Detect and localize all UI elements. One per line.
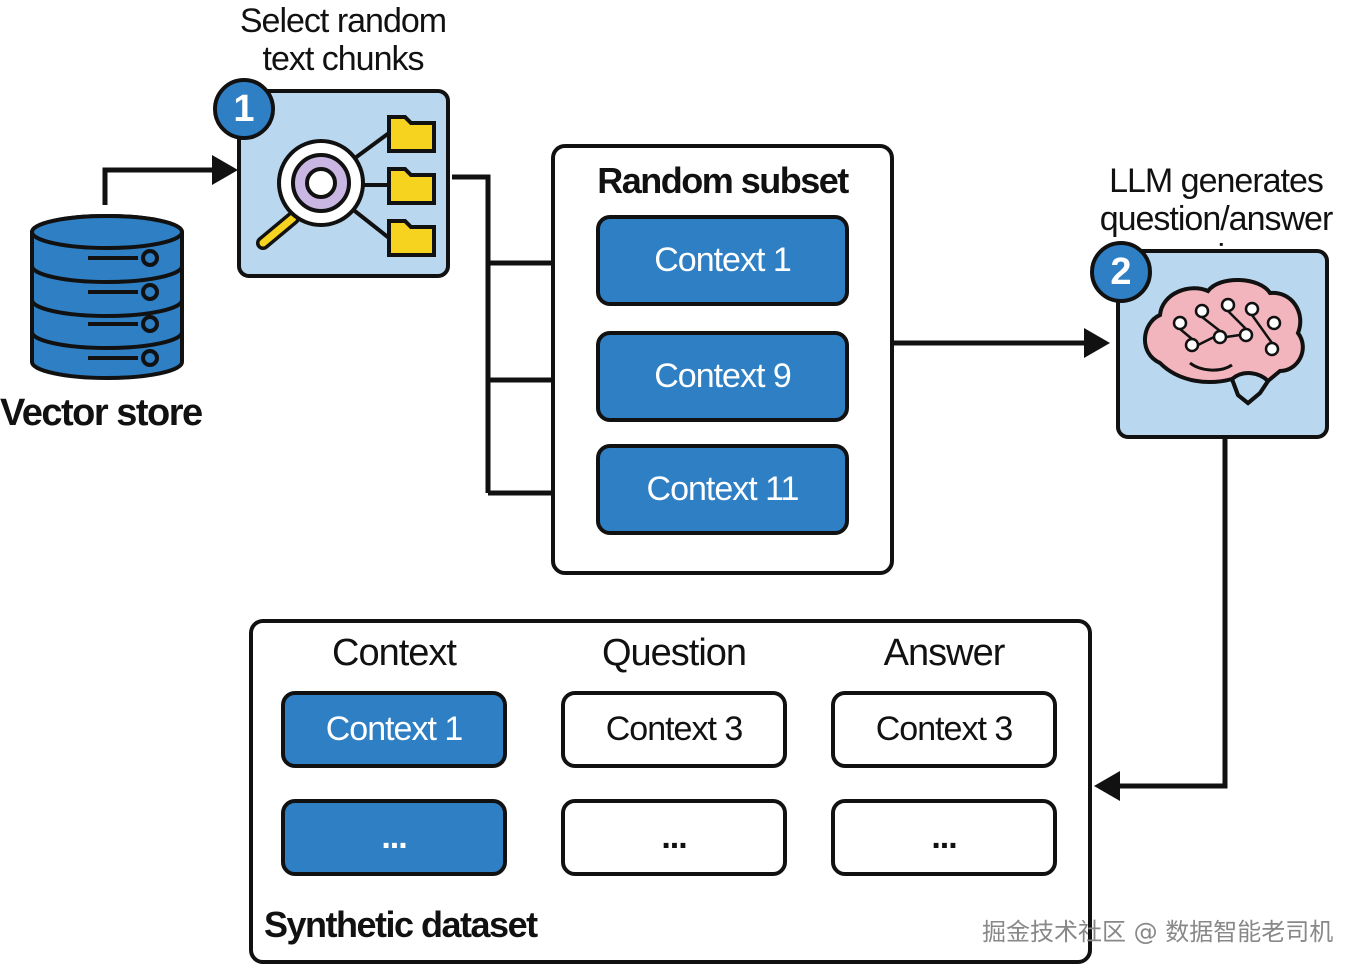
dataset-row1-answer: Context 3 <box>831 691 1057 768</box>
search-folders-icon <box>256 115 436 257</box>
column-header-question: Question <box>601 632 747 674</box>
dataset-row1-question: Context 3 <box>561 691 787 768</box>
llm-tile <box>1116 249 1329 439</box>
watermark: 掘金技术社区 @ 数据智能老司机 <box>982 918 1334 946</box>
column-header-context: Context <box>332 632 457 674</box>
subset-context-1: Context 1 <box>596 215 849 306</box>
select-chunks-tile <box>237 89 450 278</box>
column-header-answer: Answer <box>883 632 1006 674</box>
dataset-row2-answer: ... <box>831 799 1057 876</box>
step1-caption: Select random text chunks <box>230 2 456 78</box>
dataset-row2-question: ... <box>561 799 787 876</box>
database-icon <box>30 214 184 380</box>
step1-caption-line2: text chunks <box>262 40 425 78</box>
synthetic-dataset-title: Synthetic dataset <box>264 904 538 945</box>
step1-badge: 1 <box>213 78 275 140</box>
brain-icon <box>1143 277 1305 406</box>
random-subset-title: Random subset <box>597 160 849 201</box>
step1-caption-line1: Select random <box>239 2 447 40</box>
subset-context-9: Context 9 <box>596 331 849 422</box>
dataset-row2-context: ... <box>281 799 507 876</box>
subset-context-11: Context 11 <box>596 444 849 535</box>
dataset-row1-context: Context 1 <box>281 691 507 768</box>
vector-store-label: Vector store <box>0 392 203 434</box>
step2-caption-line1: LLM generates <box>1109 162 1324 200</box>
synthetic-dataset-panel <box>249 619 1092 964</box>
step2-badge: 2 <box>1090 241 1152 303</box>
